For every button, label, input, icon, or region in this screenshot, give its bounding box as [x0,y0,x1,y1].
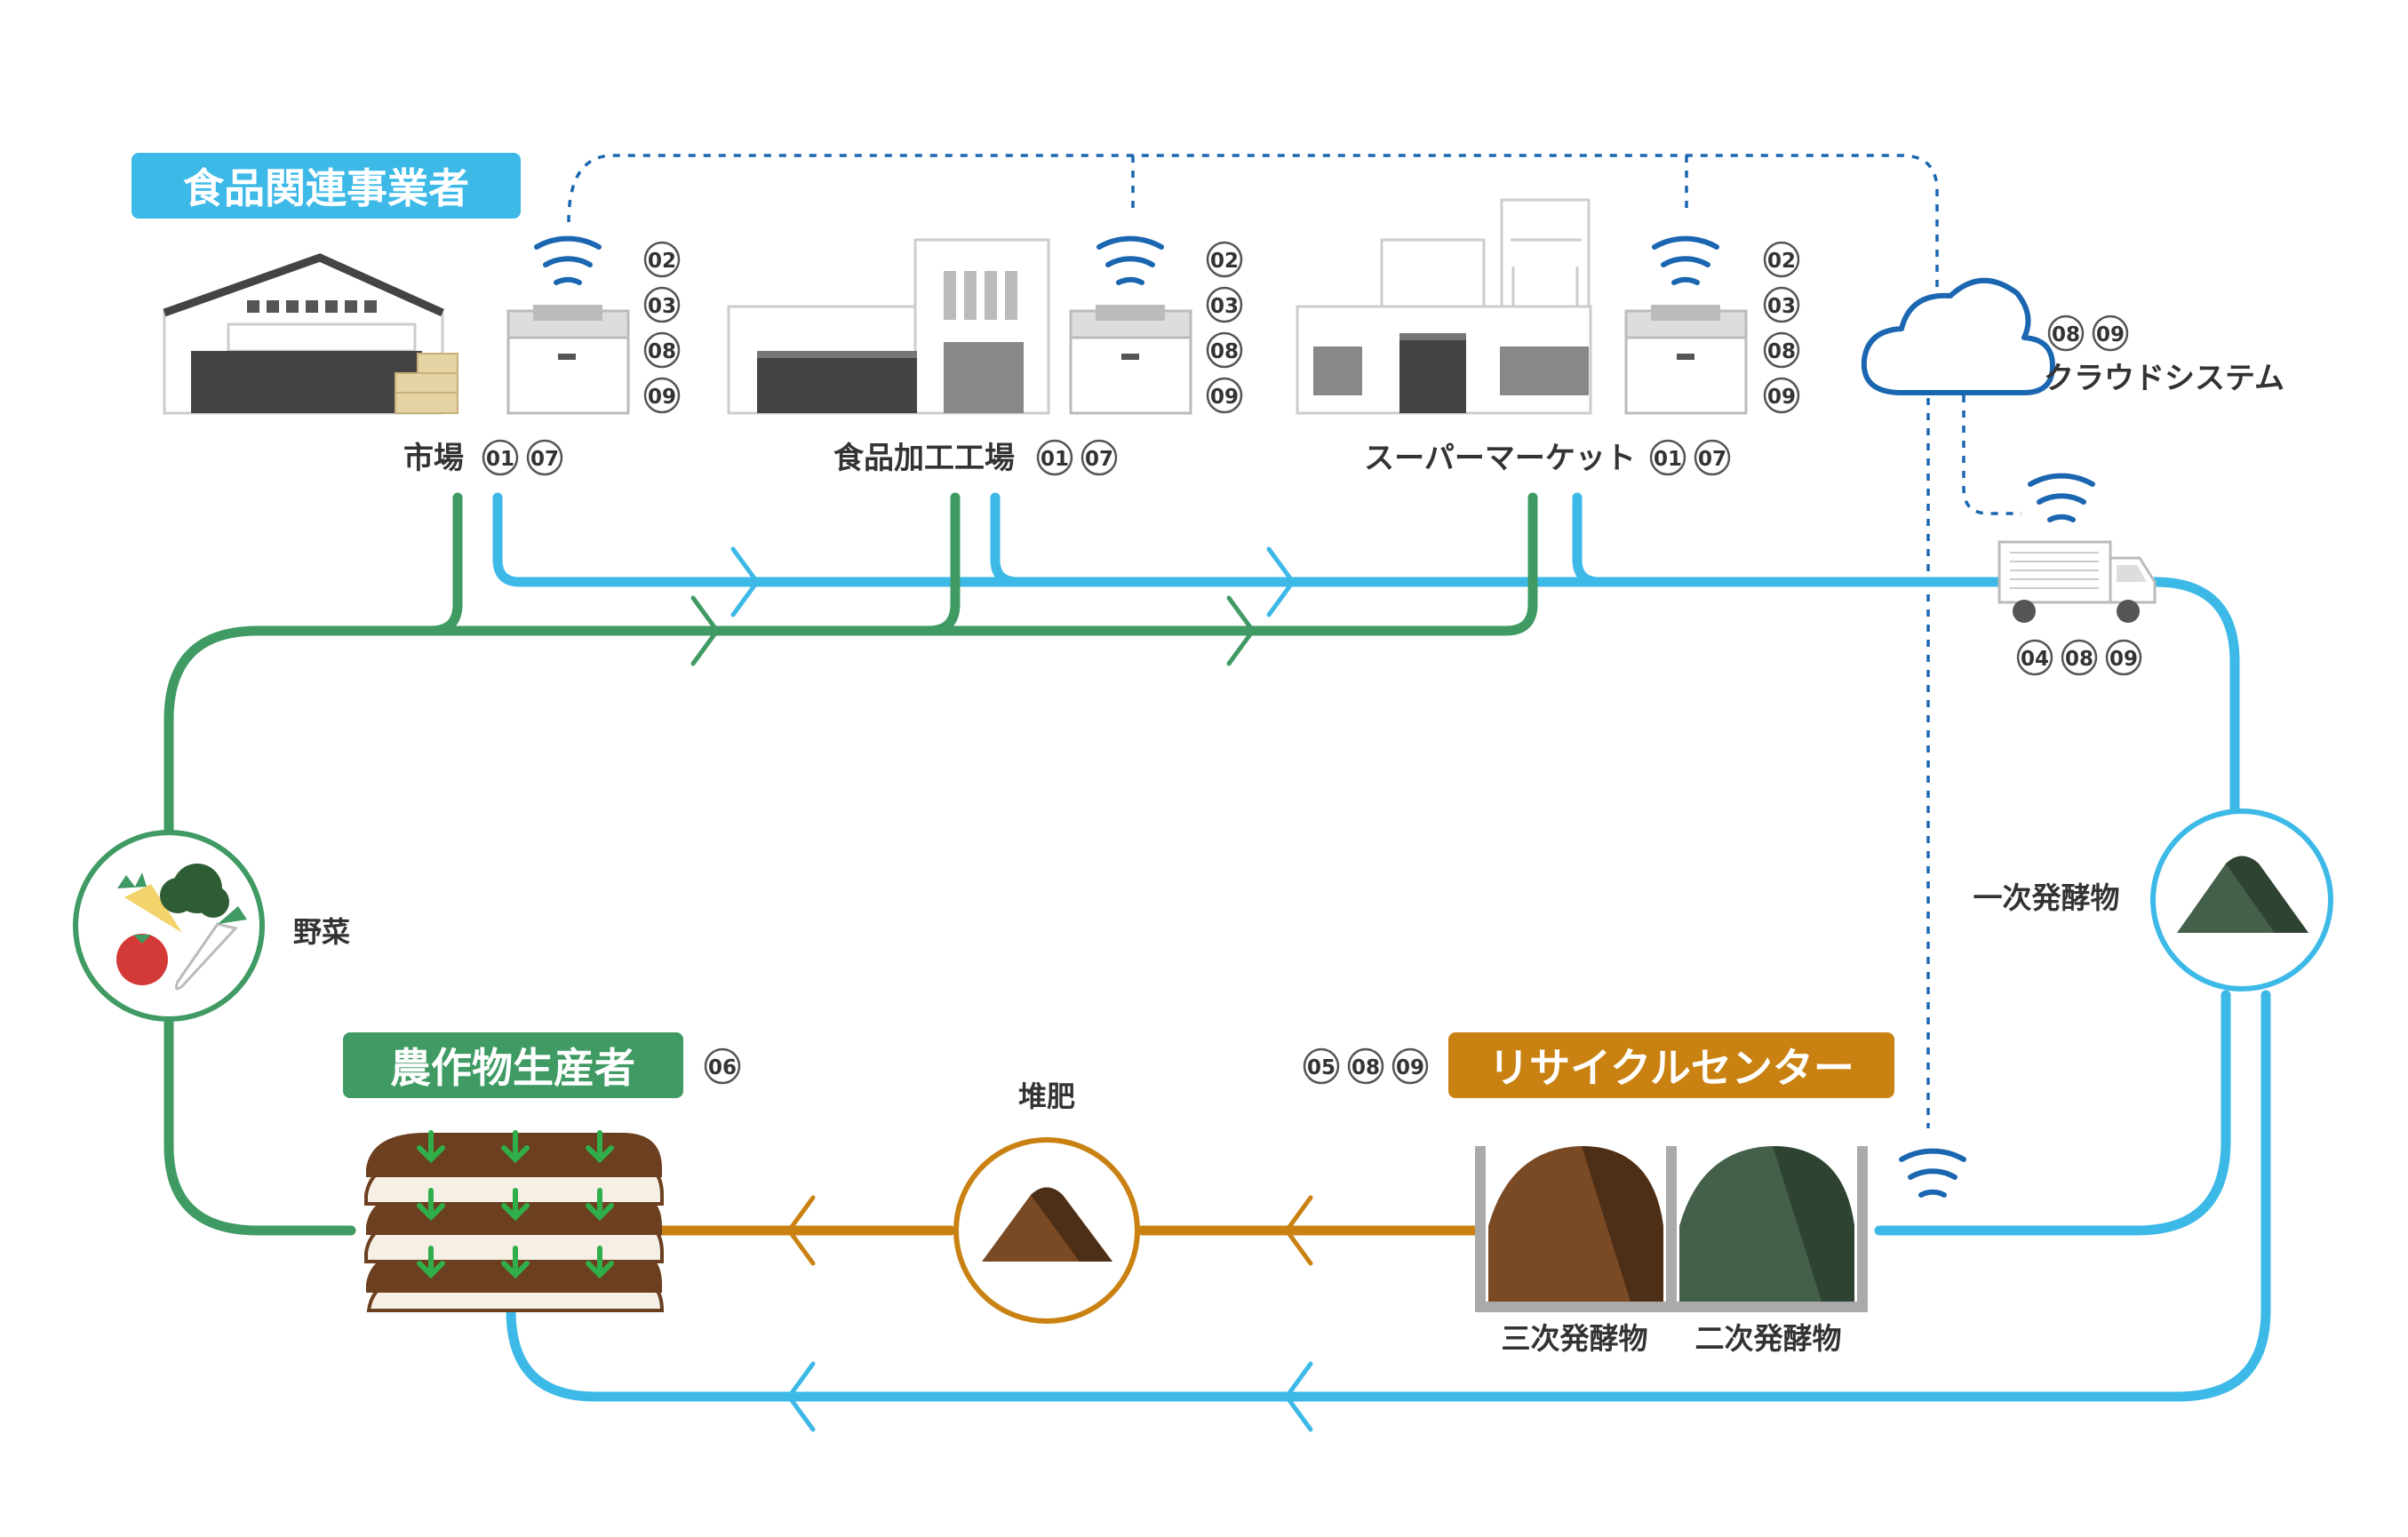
iot-device-market [506,305,630,415]
tertiary-ferment-label: 三次発酵物 [1502,1321,1648,1356]
svg-text:01: 01 [1654,448,1682,471]
market-building-icon [163,253,458,415]
svg-text:05: 05 [1307,1056,1336,1079]
svg-text:08: 08 [1210,340,1239,363]
factory-building-icon [727,238,1050,415]
supermarket-building-icon [1296,198,1592,415]
primary-ferment-label: 一次発酵物 [1973,880,2120,915]
blue-return-line [506,990,2271,1402]
compost-label: 堆肥 [1018,1079,1075,1113]
svg-text:02: 02 [1210,250,1239,273]
svg-text:農作物生産者: 農作物生産者 [390,1044,635,1092]
svg-text:08: 08 [648,340,676,363]
cloud-icon [1861,277,2055,395]
market-label: 市場 [403,441,464,476]
badges-truck: 04 08 09 [2016,639,2142,676]
compost-icon [953,1137,1140,1324]
badges-factory-device: 02 03 08 09 [1206,241,1243,414]
svg-text:06: 06 [708,1056,737,1079]
svg-text:09: 09 [648,386,676,409]
badges-super-device: 02 03 08 09 [1763,241,1800,414]
badges-market-device: 02 03 08 09 [643,241,681,414]
flow-lines [163,492,2271,1402]
svg-text:03: 03 [648,295,676,318]
network-lines [567,154,2021,1128]
supermarket-label: スーパーマーケット [1364,441,1636,476]
wifi-icon-market [534,235,602,285]
svg-text:01: 01 [486,448,514,471]
truck-icon [1997,540,2157,623]
wifi-icon-supermarket [1652,235,1719,285]
badges-market: 01 07 [482,439,563,476]
vegetables-icon [73,830,265,1022]
iot-device-factory [1069,305,1192,415]
svg-text:04: 04 [2021,648,2049,671]
wifi-icon-factory [1096,235,1164,285]
cloud-label: クラウドシステム [2044,361,2284,396]
svg-text:03: 03 [1767,295,1796,318]
wifi-icon-recycle [1899,1148,1966,1198]
blue-truck-to-recycle [2149,577,2240,827]
arrowheads [690,546,1313,1432]
wifi-icon-truck [2028,473,2095,522]
svg-text:食品関連事業者: 食品関連事業者 [183,164,469,212]
svg-text:03: 03 [1210,295,1239,318]
category-recycle-center: リサイクルセンター [1448,1032,1894,1098]
vegetables-label: 野菜 [293,915,350,949]
svg-text:08: 08 [1352,1056,1380,1079]
svg-text:09: 09 [2096,323,2125,346]
recycle-center-bins [1475,1146,1868,1312]
svg-text:07: 07 [1085,448,1113,471]
badges-cloud: 08 09 [2047,315,2129,352]
badges-producer: 06 [704,1047,741,1085]
svg-text:02: 02 [648,250,676,273]
svg-text:リサイクルセンター: リサイクルセンター [1488,1044,1854,1092]
svg-text:09: 09 [1396,1056,1424,1079]
svg-text:08: 08 [2065,648,2093,671]
wifi-icons [534,235,2095,1198]
svg-text:09: 09 [1767,386,1796,409]
svg-text:09: 09 [1210,386,1239,409]
category-producer: 農作物生産者 [343,1032,683,1098]
svg-text:08: 08 [2052,323,2080,346]
category-food-business: 食品関連事業者 [132,153,521,219]
svg-text:01: 01 [1041,448,1069,471]
farm-field-icon [364,1130,665,1312]
primary-ferment-icon [2150,808,2333,991]
svg-text:07: 07 [530,448,559,471]
svg-text:02: 02 [1767,250,1796,273]
blue-collection-line [492,492,2022,587]
badges-recycle: 05 08 09 [1303,1047,1429,1085]
green-distribution-line [163,492,1538,836]
svg-text:09: 09 [2109,648,2138,671]
svg-text:08: 08 [1767,340,1796,363]
factory-label: 食品加工工場 [833,441,1015,476]
badges-factory: 01 07 [1036,439,1118,476]
secondary-ferment-label: 二次発酵物 [1695,1321,1842,1356]
iot-device-supermarket [1624,305,1748,415]
badges-supermarket: 01 07 [1649,439,1731,476]
svg-text:07: 07 [1698,448,1726,471]
